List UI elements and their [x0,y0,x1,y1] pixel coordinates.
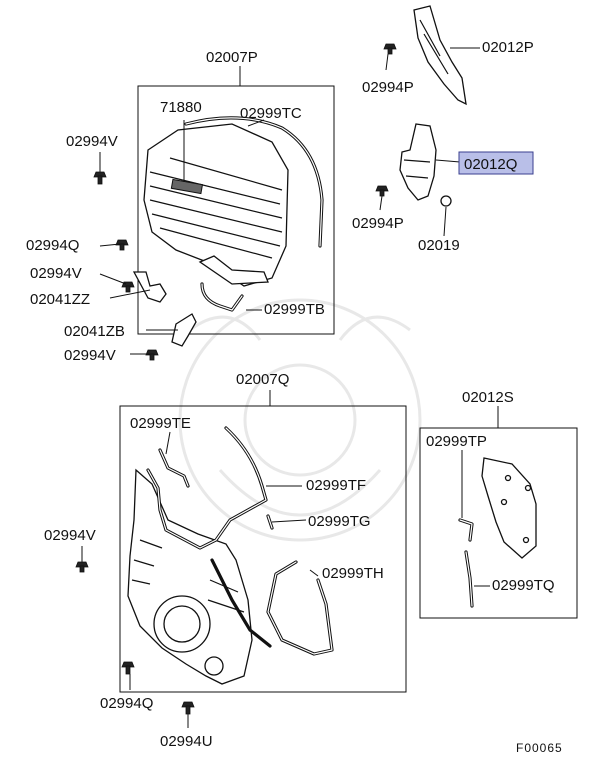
bolt-icon [383,43,397,55]
label-02994P-b[interactable]: 02994P [352,215,404,232]
label-02999TQ[interactable]: 02999TQ [492,577,555,594]
label-02012S[interactable]: 02012S [462,389,514,406]
gasket-02999TE [158,448,190,488]
gasket-02999TG [266,514,274,530]
label-02007Q[interactable]: 02007Q [236,371,289,388]
label-02999TB[interactable]: 02999TB [264,301,325,318]
label-02012Q-highlighted[interactable]: 02012Q [458,151,534,175]
label-02994Q-b[interactable]: 02994Q [100,695,153,712]
seal-02019 [440,195,452,207]
gasket-02999TB [200,282,244,312]
gasket-02999TC [184,116,324,248]
highlight-box [458,151,534,175]
gasket-02999TP [458,518,474,542]
label-02041ZZ[interactable]: 02041ZZ [30,291,90,308]
gasket-02999TH [266,560,334,656]
label-02994P-a[interactable]: 02994P [362,79,414,96]
label-02999TE[interactable]: 02999TE [130,415,191,432]
group-box-02007P [137,85,335,335]
cover-02012S [481,457,537,559]
bolt-icon [375,185,389,197]
label-02999TF[interactable]: 02999TF [306,477,366,494]
label-02994V-c[interactable]: 02994V [64,347,116,364]
label-02012P[interactable]: 02012P [482,39,534,56]
bolt-icon [115,239,129,251]
gasket-02999TQ [464,550,474,608]
label-02994V-d[interactable]: 02994V [44,527,96,544]
label-71880[interactable]: 71880 [160,99,202,116]
label-02019[interactable]: 02019 [418,237,460,254]
bolt-icon [93,171,107,185]
upper-timing-cover[interactable] [143,123,289,287]
leader-lines [81,47,499,728]
bracket-02041ZB [171,313,197,347]
group-box-02007Q [119,405,407,693]
bolt-icon [145,349,159,361]
label-02999TC[interactable]: 02999TC [240,105,302,122]
bolt-icon [75,561,89,573]
label-02994U[interactable]: 02994U [160,733,213,750]
label-02007P[interactable]: 02007P [206,49,258,66]
label-02999TH[interactable]: 02999TH [322,565,384,582]
cover-02012Q [399,123,437,201]
gasket-02999TF [146,426,268,550]
gasket-02999TF-lower [210,558,272,648]
watermark-emblem [178,298,422,542]
label-02999TG[interactable]: 02999TG [308,513,371,530]
label-02994V-a[interactable]: 02994V [66,133,118,150]
bracket-02041ZZ [132,271,167,303]
figure-code: F00065 [516,741,563,755]
label-02999TP[interactable]: 02999TP [426,433,487,450]
bolt-icon [121,661,135,675]
label-02041ZB[interactable]: 02041ZB [64,323,125,340]
label-02994V-b[interactable]: 02994V [30,265,82,282]
label-02994Q-a[interactable]: 02994Q [26,237,79,254]
lower-timing-cover[interactable] [127,468,253,685]
bolt-icon [181,701,195,715]
sticker-label [170,178,204,195]
label-02012Q[interactable]: 02012Q [464,156,517,173]
